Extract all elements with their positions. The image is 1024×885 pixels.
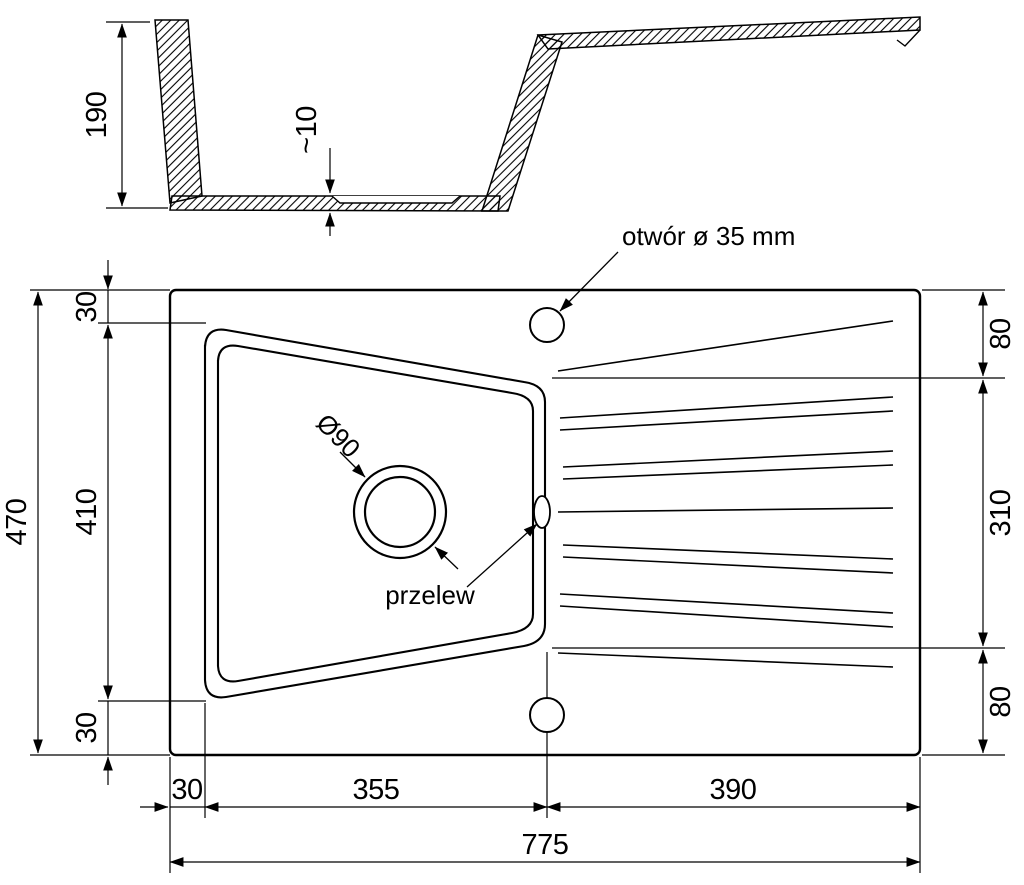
dim-label-drainer-bottom: 80 [985, 686, 1017, 717]
dim-label-bottom-edge: 30 [71, 712, 103, 743]
plan-view: 470 30 410 30 80 310 80 [1, 221, 1017, 873]
section-drainboard [536, 16, 921, 50]
dim-label-total-depth: 470 [1, 499, 33, 546]
bottom-recess-line [331, 195, 461, 204]
dim-right-chain: 80 310 80 [552, 289, 1017, 756]
bottom-recess [332, 196, 460, 203]
drainboard-edge-lip [896, 29, 921, 47]
tap-hole-bottom [529, 697, 565, 733]
dim-label-drainer-width: 390 [710, 774, 757, 806]
dim-section-depth: 190 [81, 21, 168, 209]
dim-label-drainer-depth: 310 [985, 490, 1017, 537]
drainboard-groove [559, 593, 894, 614]
dim-label-drainer-top: 80 [985, 318, 1017, 349]
dim-bottom-step: ~10 [291, 106, 335, 236]
drainboard-groove [562, 556, 894, 574]
dim-label-section-depth: 190 [81, 92, 113, 139]
dim-label-bowl-width: 355 [353, 774, 400, 806]
section-right-wall [480, 34, 563, 212]
drainboard-groove [557, 507, 894, 513]
drainboard-groove [559, 410, 894, 431]
hole-note-label: otwór ø 35 mm [622, 221, 795, 251]
dim-label-bottom-step: ~10 [291, 106, 323, 154]
overflow-callout: przelew [385, 523, 538, 610]
drainboard-groove [562, 450, 894, 468]
drain-outer-circle [352, 464, 448, 560]
dim-label-total-width: 775 [522, 829, 569, 861]
sink-outline [168, 288, 922, 757]
drainboard-grooves [557, 320, 894, 668]
section-view: 190 ~10 [81, 16, 921, 236]
hole-note-callout: otwór ø 35 mm [559, 221, 795, 312]
overflow-slot [533, 495, 551, 529]
drainboard-groove [562, 544, 894, 560]
section-left-wall [154, 19, 203, 204]
dim-bottom-chain: 30 355 390 775 [140, 652, 921, 873]
drainboard-groove [557, 652, 894, 668]
bowl-inner-rim [216, 344, 535, 683]
tap-hole-top [529, 307, 565, 343]
dim-label-left-edge: 30 [171, 774, 202, 806]
drain-diameter-label: Ø90 [310, 408, 366, 464]
drainboard-groove [562, 464, 894, 480]
dim-label-top-edge: 30 [71, 291, 103, 322]
drainboard-groove [557, 320, 894, 372]
dim-left-chain: 470 30 410 30 [1, 260, 206, 785]
drainboard-groove [559, 396, 894, 419]
drainboard-groove [559, 605, 894, 628]
overflow-label: przelew [385, 580, 475, 610]
drain-inner-circle [363, 475, 437, 549]
dim-label-bowl-depth: 410 [71, 489, 103, 536]
